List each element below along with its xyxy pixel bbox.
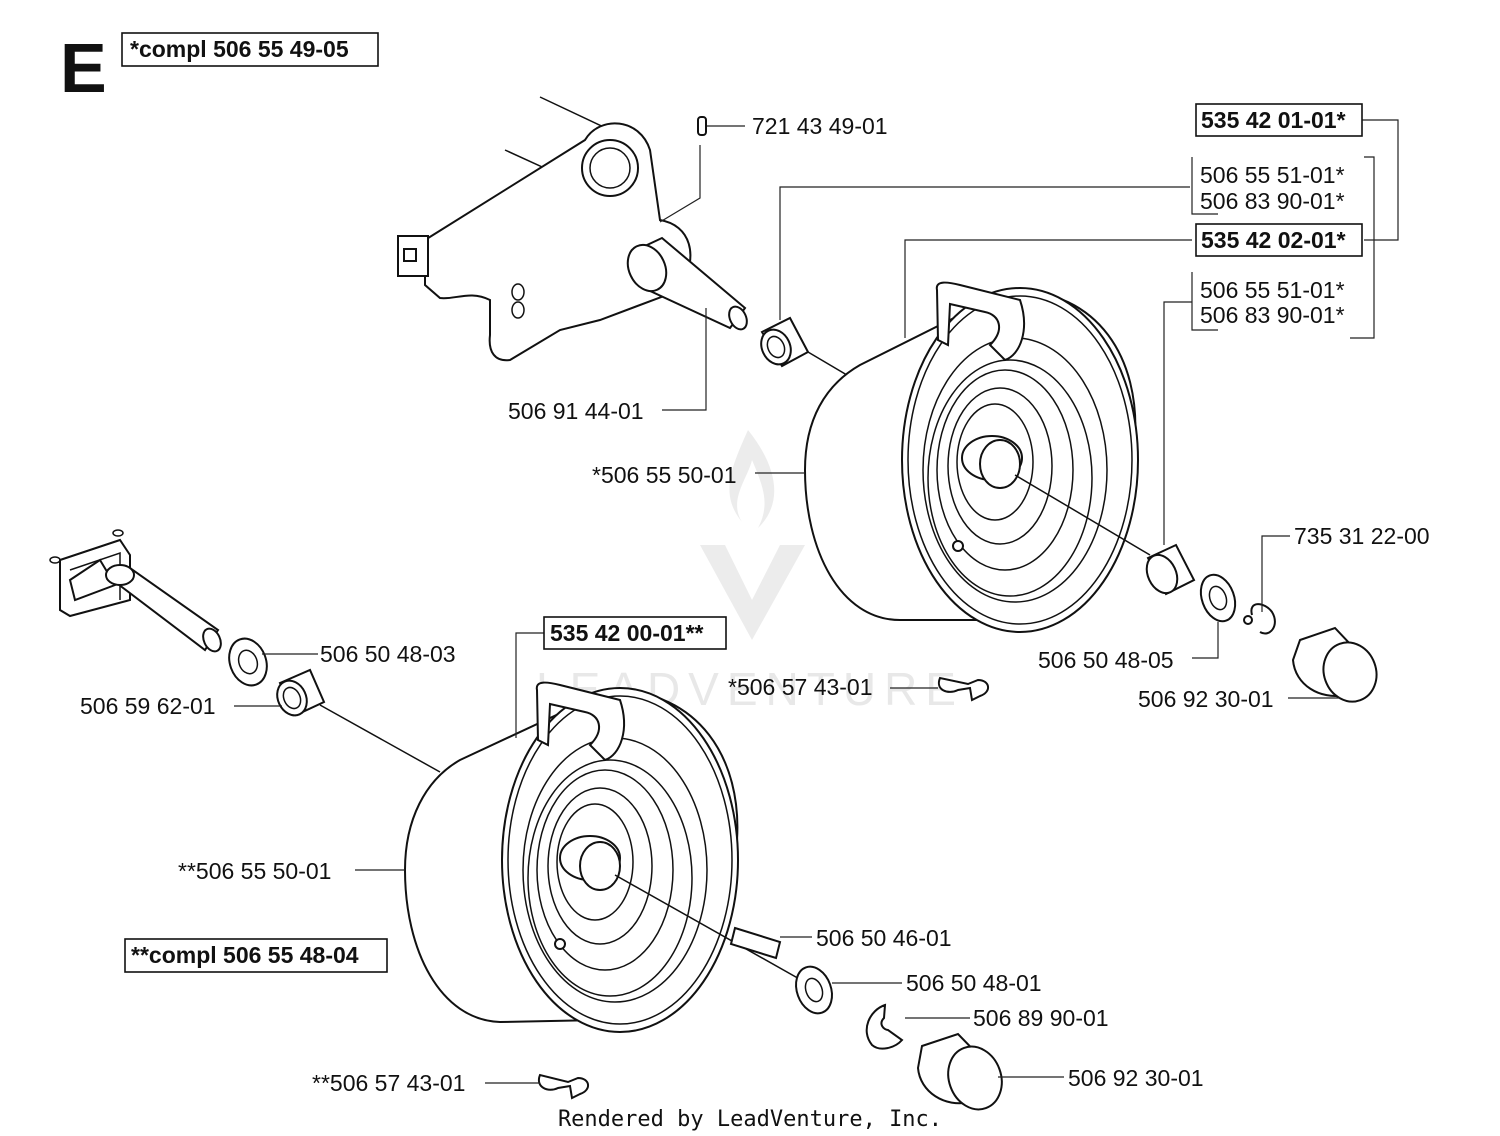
bearing-lower-left (276, 668, 326, 717)
lower-axis-line-1 (319, 704, 441, 773)
label-kit-535-42-02: 535 42 02-01* (1201, 227, 1346, 253)
label-kit-535-42-01: 535 42 01-01* (1201, 107, 1346, 133)
compl-top-box (121, 32, 379, 67)
label-pin-721: 721 43 49-01 (752, 113, 888, 139)
label-bearing-upper-a2: 506 83 90-01* (1200, 188, 1345, 214)
upper-bracket (397, 96, 692, 362)
kit-535-42-02-box (1195, 223, 1363, 257)
valve-lower (537, 1073, 589, 1100)
label-valve-upper: *506 57 43-01 (728, 674, 873, 700)
label-washer-48-01: 506 50 48-01 (906, 970, 1042, 996)
label-key-46-01: 506 50 46-01 (816, 925, 952, 951)
labels: *compl 506 55 49-05 **compl 506 55 48-04… (80, 32, 1430, 1096)
label-washer-48-03: 506 50 48-03 (320, 641, 456, 667)
clip-upper (1243, 603, 1276, 635)
label-cap-upper: 506 92 30-01 (1138, 686, 1274, 712)
cap-upper (1291, 626, 1378, 703)
upper-axis-line-2 (1014, 474, 1151, 556)
bearing-upper-right (1145, 543, 1196, 596)
label-compl-top: *compl 506 55 49-05 (130, 36, 349, 62)
clip-lower (865, 1003, 904, 1050)
label-compl-bottom: **compl 506 55 48-04 (131, 942, 359, 968)
label-clip-89-90: 506 89 90-01 (973, 1005, 1109, 1031)
bearing-upper-left (760, 316, 810, 368)
valve-upper (937, 676, 989, 702)
key-lower (729, 926, 782, 960)
footer-credit: Rendered by LeadVenture, Inc. (558, 1107, 942, 1132)
label-washer-48-05: 506 50 48-05 (1038, 647, 1174, 673)
lower-axle (105, 564, 222, 653)
label-wheel-lower: **506 55 50-01 (178, 858, 331, 884)
lower-wheel (403, 681, 739, 1033)
label-valve-lower: **506 57 43-01 (312, 1070, 465, 1096)
washer-lower-left (228, 637, 268, 687)
label-bearing-upper-b2: 506 83 90-01* (1200, 302, 1345, 328)
label-bearing-upper-a1: 506 55 51-01* (1200, 162, 1345, 188)
label-kit-535-42-00: 535 42 00-01** (550, 620, 704, 646)
label-bearing-upper-b1: 506 55 51-01* (1200, 277, 1345, 303)
label-clip-735: 735 31 22-00 (1294, 523, 1430, 549)
leader-lines (234, 119, 1399, 1084)
kit-535-42-00-box (543, 616, 727, 650)
pin-721 (697, 116, 707, 136)
lower-axis-line-2 (614, 874, 811, 986)
cap-lower (916, 1032, 1003, 1111)
upper-wheel (803, 281, 1139, 633)
upper-axle (626, 236, 748, 331)
washer-lower-right (795, 965, 833, 1015)
kit-535-42-01-box (1195, 103, 1363, 137)
label-bearing-59-62: 506 59 62-01 (80, 693, 216, 719)
label-cap-lower: 506 92 30-01 (1068, 1065, 1204, 1091)
washer-upper-right (1199, 573, 1237, 623)
label-wheel-upper: *506 55 50-01 (592, 462, 737, 488)
section-letter: E (60, 29, 107, 107)
lower-bracket (49, 529, 131, 618)
compl-bottom-box (124, 938, 388, 973)
label-axle-506-91: 506 91 44-01 (508, 398, 644, 424)
